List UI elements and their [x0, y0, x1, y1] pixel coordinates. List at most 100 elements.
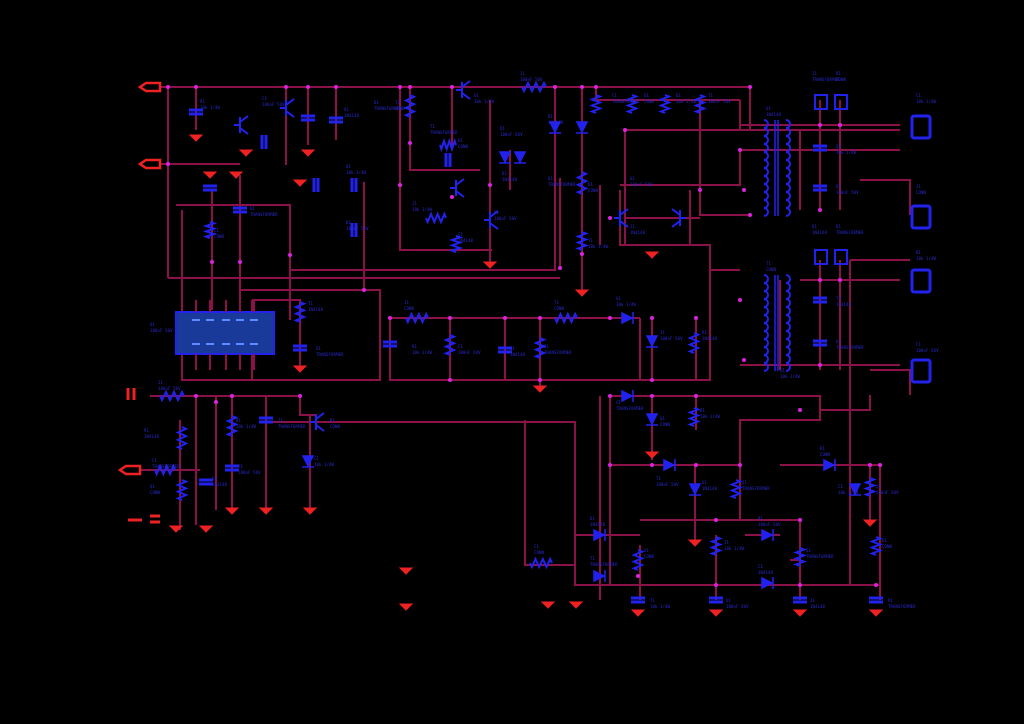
component-label: 100nF 50V: [836, 190, 859, 195]
transformer-core: [774, 120, 779, 216]
capacitor: [301, 114, 315, 122]
switch: [834, 249, 848, 265]
diode: [645, 413, 659, 426]
diode: [593, 569, 606, 583]
component-label: J1: [724, 540, 730, 545]
switch: [814, 249, 828, 265]
diode: [575, 121, 589, 134]
wire: [524, 420, 575, 566]
component-label: 1N4148: [308, 307, 324, 312]
component-label: TRANSFORMER: [430, 130, 458, 135]
resistor: [589, 94, 603, 114]
wire: [176, 204, 291, 320]
component-label: 100nF 50V: [520, 77, 543, 82]
component-label: J1: [742, 480, 748, 485]
ground-symbol: [202, 171, 218, 179]
ic-package: [175, 311, 275, 355]
junction-dot: [448, 378, 452, 382]
junction-dot: [818, 363, 822, 367]
component-label: D1: [590, 516, 596, 521]
capacitor: [350, 223, 358, 237]
component-label: 1N4148: [144, 434, 160, 439]
resistor: [709, 536, 723, 556]
junction-dot: [362, 288, 366, 292]
junction-dot: [650, 316, 654, 320]
component-label: 100nF 50V: [262, 102, 285, 107]
junction-dot: [288, 253, 292, 257]
component-label: C1: [214, 228, 220, 233]
component-label: D1: [700, 408, 706, 413]
component-label: C1: [152, 458, 158, 463]
ground-symbol: [687, 539, 703, 547]
component-label: 1N4148: [630, 230, 646, 235]
component-label: T1: [308, 301, 314, 306]
resistor: [533, 337, 547, 359]
component-label: T1: [395, 100, 401, 105]
component-label: 1N4148: [758, 570, 774, 575]
component-label: 10k 1/4W: [236, 424, 257, 429]
transistor: [234, 115, 249, 135]
resistor: [658, 94, 672, 114]
component-label: 1N4148: [836, 302, 852, 307]
component-label: T1: [650, 598, 656, 603]
resistor: [687, 407, 701, 427]
resistor: [439, 137, 457, 153]
junction-dot: [694, 394, 698, 398]
junction-dot: [694, 463, 698, 467]
component-label: 1N4148: [590, 522, 606, 527]
junction-dot: [650, 378, 654, 382]
component-label: 10k 1/4W: [916, 256, 937, 261]
resistor: [693, 94, 707, 114]
ground-symbol: [292, 179, 308, 187]
component-label: 10k 1/4W: [650, 604, 671, 609]
capacitor: [203, 184, 217, 192]
component-label: 100nF 50V: [158, 386, 181, 391]
component-label: J1: [630, 224, 636, 229]
resistor: [575, 231, 589, 251]
component-label: 10k 1/4W: [346, 170, 367, 175]
component-label: C1: [758, 564, 764, 569]
component-label: R1: [888, 598, 894, 603]
component-label: TRANSFORMER: [836, 230, 864, 235]
component-label: R1: [836, 71, 842, 76]
component-label: D1: [502, 171, 508, 176]
transistor: [310, 412, 325, 432]
junction-dot: [238, 260, 242, 264]
port-connector: [117, 464, 142, 476]
component-label: TRANSFORMER: [278, 424, 306, 429]
component-label: D1: [374, 100, 380, 105]
component-label: CONN: [588, 188, 599, 193]
transistor: [484, 210, 499, 230]
ground-symbol: [168, 525, 184, 533]
ground-symbol: [224, 507, 240, 515]
wire-layer: [140, 86, 911, 600]
ground-symbol: [792, 609, 808, 617]
component-label: J1: [412, 201, 418, 206]
junction-dot: [230, 394, 234, 398]
capacitor: [793, 596, 807, 604]
junction-dot: [623, 128, 627, 132]
diode: [593, 528, 606, 542]
diode: [823, 458, 836, 472]
junction-dot: [594, 85, 598, 89]
component-label: D1: [544, 344, 550, 349]
junction-dot: [608, 316, 612, 320]
ground-symbol: [644, 451, 660, 459]
component-label: 1N4148: [766, 112, 782, 117]
resistor: [443, 334, 457, 356]
component-label: 100nF 50V: [708, 99, 731, 104]
ground-symbol: [540, 601, 556, 609]
component-label: TRANSFORMER: [742, 486, 770, 491]
ground-symbol: [300, 149, 316, 157]
port-connector: [137, 81, 162, 93]
junction-dot: [714, 583, 718, 587]
junction-dot: [738, 148, 742, 152]
junction-dot: [298, 394, 302, 398]
component-label: Q1: [876, 484, 882, 489]
component-label: 1N4148: [212, 482, 228, 487]
output-connector: [910, 358, 932, 384]
junction-dot: [874, 583, 878, 587]
ground-symbol: [398, 567, 414, 575]
resistor: [448, 235, 464, 253]
